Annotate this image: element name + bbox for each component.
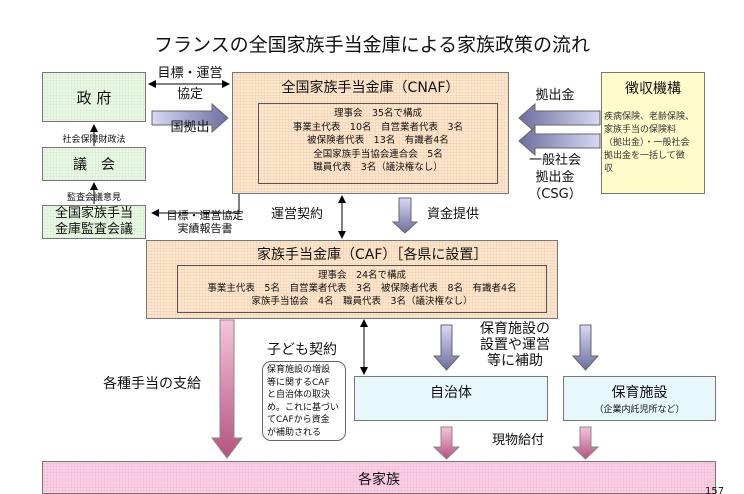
parliament-box: 議 会 [42,147,146,181]
government-box: 政 府 [42,72,146,122]
facility-support-label: 保育施設の設置や運営等に補助 [480,321,550,369]
report-arrow [151,193,240,217]
allowance-arrow [211,319,243,459]
management-contract-label: 運営契約 [270,207,323,222]
government-label: 政 府 [76,88,112,107]
funding-arrow [391,197,419,234]
collection-box: 徴収機構 疾病保険、老齢保険、家族手当の保険料（拠出金）・一般社会拠出金を一括し… [601,72,705,194]
csg-arrow [518,125,601,157]
cnaf-title: 全国家族手当金庫（CNAF） [281,80,460,96]
families-label: 各家族 [358,472,400,488]
agreement-label-2: 協定 [176,87,203,102]
municipality-box: 自治体 [354,376,548,421]
child-contract-label: 子ども契約 [267,342,337,358]
childcare-box: 保育施設 （企業内託児所など） [563,376,716,421]
in-kind-label: 現物給付 [491,433,544,448]
audit-council-box: 全国家族手当 金庫監査会議 [42,205,146,239]
in-kind-arrow-facility [571,426,600,460]
contribution-arrow [518,102,601,134]
agreement-label: 目標・運営 [157,66,223,81]
caf-board: 理事会 24名で構成事業主代表 5名 自営業者代表 3名 被保険者代表 8名 有… [177,265,547,313]
allowances-label: 各種手当の支給 [103,376,201,392]
csg-label: 一般社会拠出金（CSG） [528,153,582,202]
caf-title: 家族手当金庫（CAF）［各県に設置］ [257,247,488,263]
page-title: フランスの全国家族手当金庫による家族政策の流れ [153,34,591,56]
childcare-sub: （企業内託児所など） [594,405,685,415]
municipality-label: 自治体 [430,385,472,401]
page-number: 157 [705,486,725,494]
law-label: 社会保障財政法 [62,135,126,145]
childcare-label: 保育施設 [611,385,668,401]
parliament-label: 議 会 [73,157,115,173]
in-kind-arrow-municipality [432,426,461,460]
families-box: 各家族 [42,461,716,494]
cnaf-board: 理事会 35名で構成事業主代表 10名 自営業者代表 3名被保険者代表 13名 … [258,103,498,184]
caf-box: 家族手当金庫（CAF）［各県に設置］ 理事会 24名で構成事業主代表 5名 自営… [146,240,558,319]
contribution-label: 拠出金 [535,88,575,103]
audit-council-line: 金庫監査会議 [54,222,133,237]
state-contribution-label: 国拠出 [170,120,210,135]
collection-note: 疾病保険、老齢保険、家族手当の保険料（拠出金）・一般社会拠出金を一括して徴収 [604,112,695,174]
audit-council-line: 全国家族手当 [54,206,133,221]
municipality-subsidy-arrow [432,324,461,371]
state-contribution-arrow [151,102,229,134]
audit-opinion-label: 監査会議意見 [66,193,121,203]
cnaf-box: 全国家族手当金庫（CNAF） 理事会 35名で構成事業主代表 10名 自営業者代… [232,72,509,194]
report-label: 目標・運営協定実績報告書 [166,209,244,235]
facility-subsidy-arrow [571,324,600,371]
collection-title: 徴収機構 [625,81,681,97]
funding-label: 資金提供 [426,207,479,222]
